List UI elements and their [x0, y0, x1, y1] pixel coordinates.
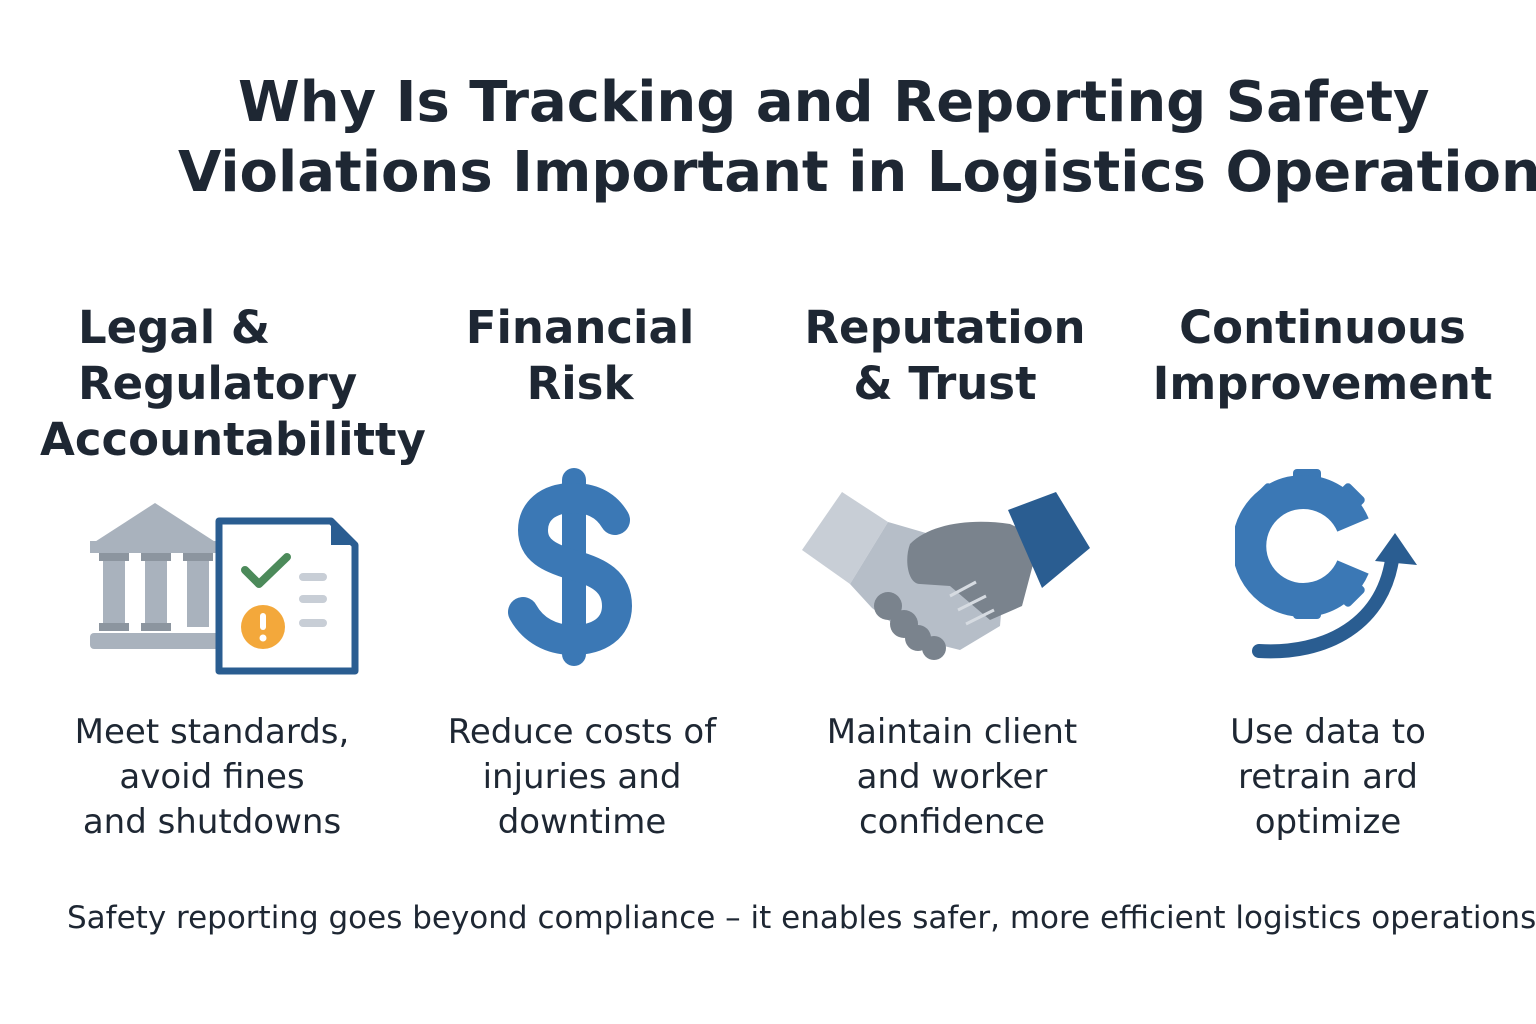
heading-line: Continuous [1179, 301, 1466, 354]
column-description-financial: Reduce costs of injuries and downtime [432, 710, 732, 845]
heading-line: Legal & [78, 301, 271, 354]
heading-line: Risk [526, 357, 634, 410]
column-heading-reputation: Reputation & Trust [790, 300, 1100, 412]
description-line: Maintain client [826, 712, 1078, 752]
title-line-1: Why Is Tracking and Reporting Safety [238, 70, 1430, 135]
description-line: Meet standards, [74, 712, 350, 752]
heading-line: & Trust [853, 357, 1037, 410]
heading-line: Accountabilitty [40, 413, 426, 466]
description-line: Reduce costs of [447, 712, 717, 752]
description-line: and shutdowns [82, 802, 342, 842]
description-line: downtime [497, 802, 667, 842]
description-line: Use data to [1230, 712, 1426, 752]
description-line: avoid fines [119, 757, 305, 797]
description-line: and worker [856, 757, 1048, 797]
description-line: confidence [858, 802, 1046, 842]
column-description-legal: Meet standards, avoid fines and shutdown… [62, 710, 362, 845]
heading-line: Regulatory [78, 357, 358, 410]
handshake-icon [802, 492, 1090, 660]
heading-line: Improvement [1152, 357, 1493, 410]
description-line: optimize [1254, 802, 1402, 842]
courthouse-document-icon [90, 503, 359, 675]
column-heading-legal: Legal & Regulatory Accountabilitty [38, 300, 426, 468]
heading-line: Financial [465, 301, 695, 354]
footer-summary: Safety reporting goes beyond compliance … [67, 900, 1536, 936]
description-line: retrain ard [1238, 757, 1418, 797]
title-line-2: Violations Important in Logistics Operat… [178, 140, 1536, 205]
column-description-reputation: Maintain client and worker confidence [802, 710, 1102, 845]
description-line: injuries and [482, 757, 682, 797]
column-description-improvement: Use data to retrain ard optimize [1178, 710, 1478, 845]
column-heading-improvement: Continuous Improvement [1150, 300, 1495, 412]
dollar-sign-icon [508, 468, 633, 666]
heading-line: Reputation [804, 301, 1086, 354]
page-title: Why Is Tracking and Reporting Safety Vio… [0, 68, 1536, 208]
column-heading-financial: Financial Risk [440, 300, 720, 412]
gear-cycle-icon [1235, 469, 1417, 659]
